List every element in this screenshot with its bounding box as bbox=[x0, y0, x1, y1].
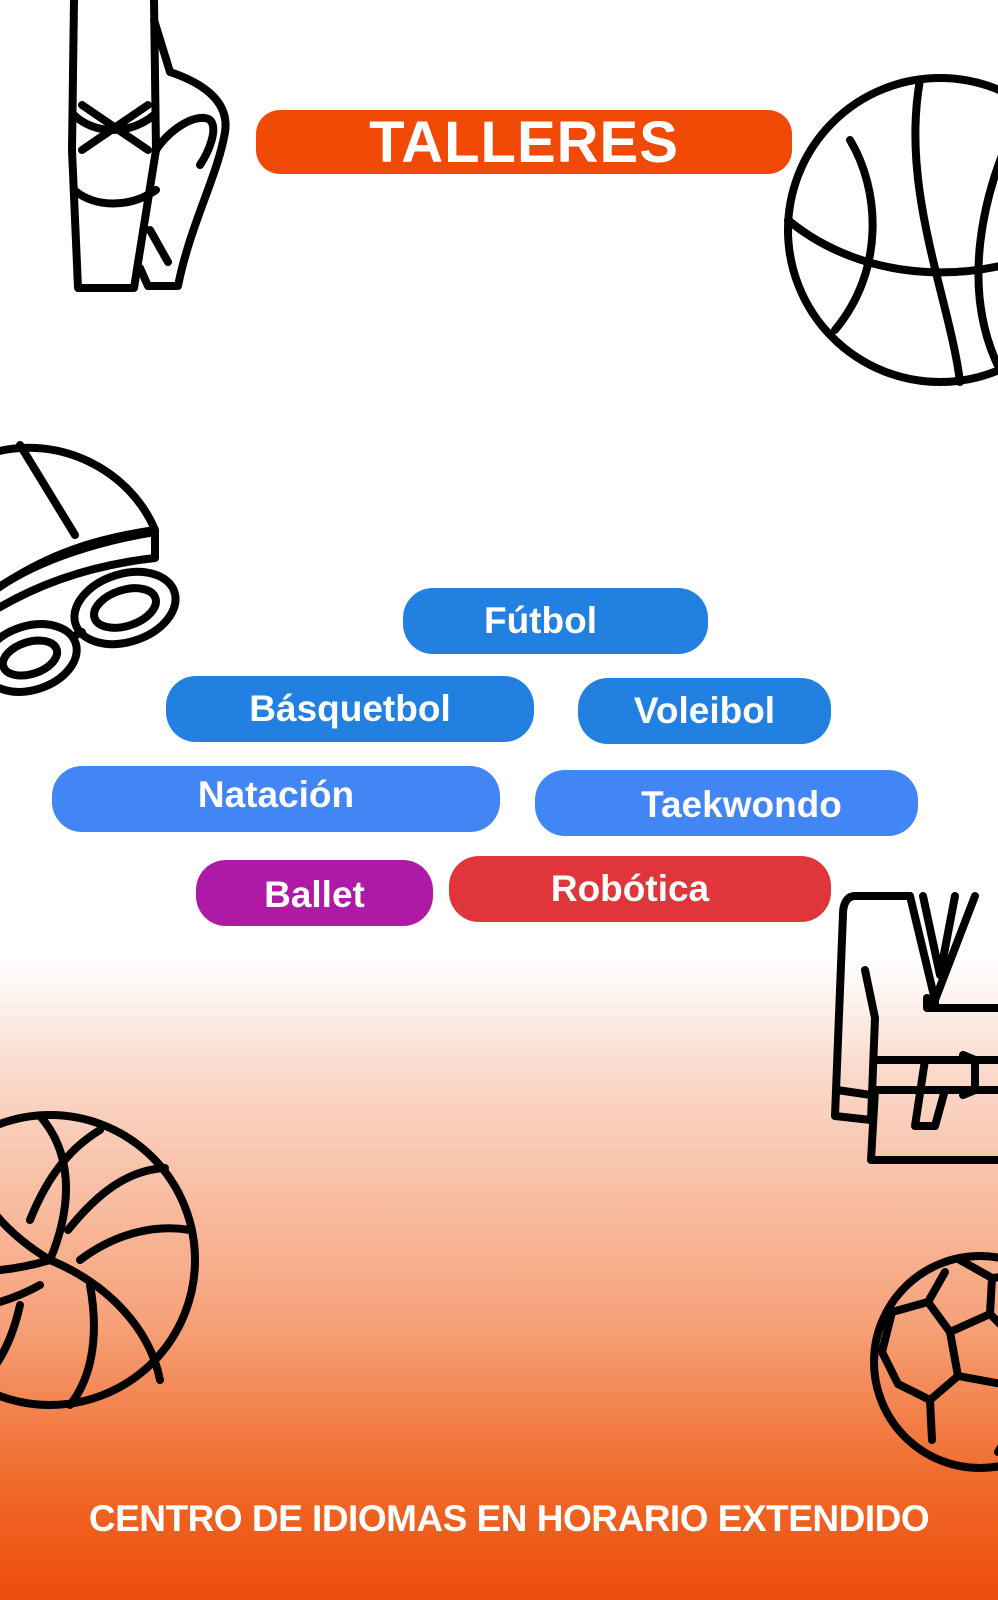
basketball-icon bbox=[780, 70, 998, 390]
title-banner: TALLERES bbox=[256, 109, 792, 175]
workshop-basquetbol-label: Básquetbol bbox=[249, 688, 451, 729]
workshop-taekwondo: Taekwondo bbox=[535, 770, 918, 836]
workshop-natacion: Natación bbox=[52, 766, 500, 832]
workshop-ballet: Ballet bbox=[196, 860, 433, 926]
workshop-robotica: Robótica bbox=[449, 856, 831, 922]
workshop-robotica-label: Robótica bbox=[550, 868, 710, 909]
workshop-natacion-label: Natación bbox=[197, 774, 355, 815]
footer-text: CENTRO DE IDIOMAS EN HORARIO EXTENDIDO bbox=[88, 1498, 930, 1539]
swim-cap-goggles-icon bbox=[0, 440, 190, 720]
soccer-ball-icon bbox=[870, 1252, 998, 1472]
taekwondo-uniform-icon bbox=[831, 890, 998, 1170]
page-title: TALLERES bbox=[369, 109, 679, 175]
workshop-ballet-label: Ballet bbox=[264, 874, 365, 915]
ballet-shoes-icon bbox=[60, 0, 240, 300]
workshop-futbol: Fútbol bbox=[403, 588, 708, 654]
workshop-futbol-label: Fútbol bbox=[483, 600, 597, 641]
volleyball-icon bbox=[0, 1110, 200, 1410]
workshop-basquetbol: Básquetbol bbox=[166, 676, 534, 742]
workshop-taekwondo-label: Taekwondo bbox=[641, 784, 842, 825]
workshop-voleibol: Voleibol bbox=[578, 678, 831, 744]
workshop-voleibol-label: Voleibol bbox=[633, 690, 776, 731]
